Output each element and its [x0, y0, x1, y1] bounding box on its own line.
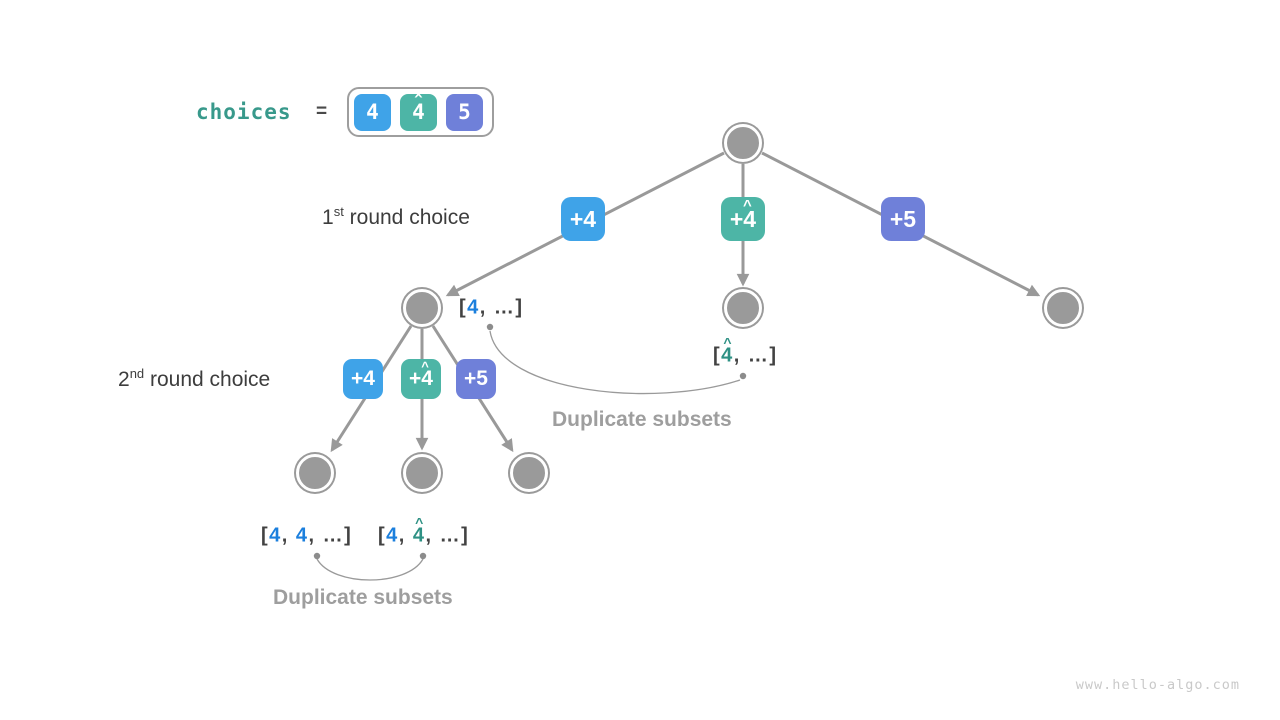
badge-text: +4 [351, 367, 375, 390]
duplicate-curve-top [489, 330, 741, 395]
value-4: 4 [721, 344, 734, 367]
comma: , [733, 344, 748, 367]
array-item-value: 4 [366, 100, 379, 124]
badge-text: +5 [464, 367, 488, 390]
round2-ordinal: nd [129, 366, 145, 381]
edge-badge-plus5-r2: +5 [456, 359, 496, 399]
comma: , [398, 524, 413, 547]
round1-number: 1 [322, 206, 334, 229]
duplicate-subsets-label-bottom: Duplicate subsets [273, 586, 453, 609]
node-l3-mid [403, 454, 441, 492]
bracket: ] [515, 296, 524, 319]
hat-accent: ^ [743, 197, 752, 214]
choices-variable-label: choices [196, 100, 292, 124]
array-item-4hat: ^ 4 [400, 91, 437, 131]
array-item-value: 5 [458, 100, 471, 124]
edge-badge-plus4-r2: +4 [343, 359, 383, 399]
curve-dot [419, 552, 427, 560]
hat-accent: ^ [421, 359, 429, 374]
watermark: www.hello-algo.com [1075, 677, 1240, 693]
array-item-5: 5 [446, 93, 483, 131]
ellipsis: … [322, 524, 345, 547]
value-4: 4 [295, 524, 309, 547]
comma: , [281, 524, 296, 547]
round2-text: round choice [144, 368, 271, 391]
comma: , [479, 296, 494, 319]
node-l2-mid [724, 289, 762, 327]
curve-dot [486, 323, 494, 331]
comma: , [308, 524, 323, 547]
badge-text: +4 [409, 367, 433, 390]
badge-text: +4 [569, 205, 597, 232]
subset-label-4hat: [^4, …] [713, 336, 778, 368]
bracket: [ [713, 344, 722, 367]
round2-label: 2nd round choice [118, 366, 270, 392]
choices-array-box: 4 ^ 4 5 [347, 87, 494, 137]
round1-text: round choice [343, 206, 470, 229]
root-node [724, 124, 762, 162]
hat-accent: ^ [415, 514, 424, 531]
node-l2-right [1044, 289, 1082, 327]
node-l3-right [510, 454, 548, 492]
badge-text: +4 [729, 205, 757, 232]
bracket: ] [461, 524, 470, 547]
curve-dot [313, 552, 321, 560]
subset-label-4: [4, …] [459, 297, 524, 320]
edge-badge-plus5-r1: +5 [881, 197, 925, 241]
edge-badge-plus4hat-r1: ^ +4 [721, 197, 765, 241]
round1-ordinal: st [333, 204, 344, 219]
round1-label: 1st round choice [322, 204, 470, 230]
subset-label-44: [4, 4, …] [261, 525, 352, 548]
hat-accent: ^ [723, 334, 732, 351]
array-item-value: 4 [412, 100, 425, 124]
ellipsis: … [439, 524, 462, 547]
value-4: 4 [386, 524, 399, 547]
bracket: [ [261, 524, 270, 547]
bracket: ] [769, 344, 778, 367]
edge-badge-plus4hat-r2: ^ +4 [401, 359, 441, 399]
array-item-4: 4 [354, 93, 391, 131]
equals-sign: = [316, 101, 328, 122]
node-l2-left [403, 289, 441, 327]
badge-text: +5 [889, 205, 917, 232]
value-4: 4 [412, 524, 426, 547]
subset-label-44hat: [4, ^4, …] [378, 516, 470, 548]
curve-dot [739, 372, 747, 380]
round2-number: 2 [118, 368, 130, 391]
bracket: ] [344, 524, 353, 547]
value-4hat: ^4 [721, 336, 734, 368]
bracket: [ [378, 524, 387, 547]
value-4hat: ^4 [412, 516, 426, 548]
ellipsis: … [747, 344, 770, 367]
bracket: [ [459, 296, 468, 319]
value-4: 4 [269, 524, 282, 547]
hat-accent: ^ [414, 91, 423, 108]
node-l3-left [296, 454, 334, 492]
edge-badge-plus4-r1: +4 [561, 197, 605, 241]
ellipsis: … [493, 296, 516, 319]
duplicate-subsets-label-top: Duplicate subsets [552, 408, 732, 431]
comma: , [425, 524, 440, 547]
duplicate-curve-bottom [316, 558, 424, 581]
value-4: 4 [467, 296, 480, 319]
